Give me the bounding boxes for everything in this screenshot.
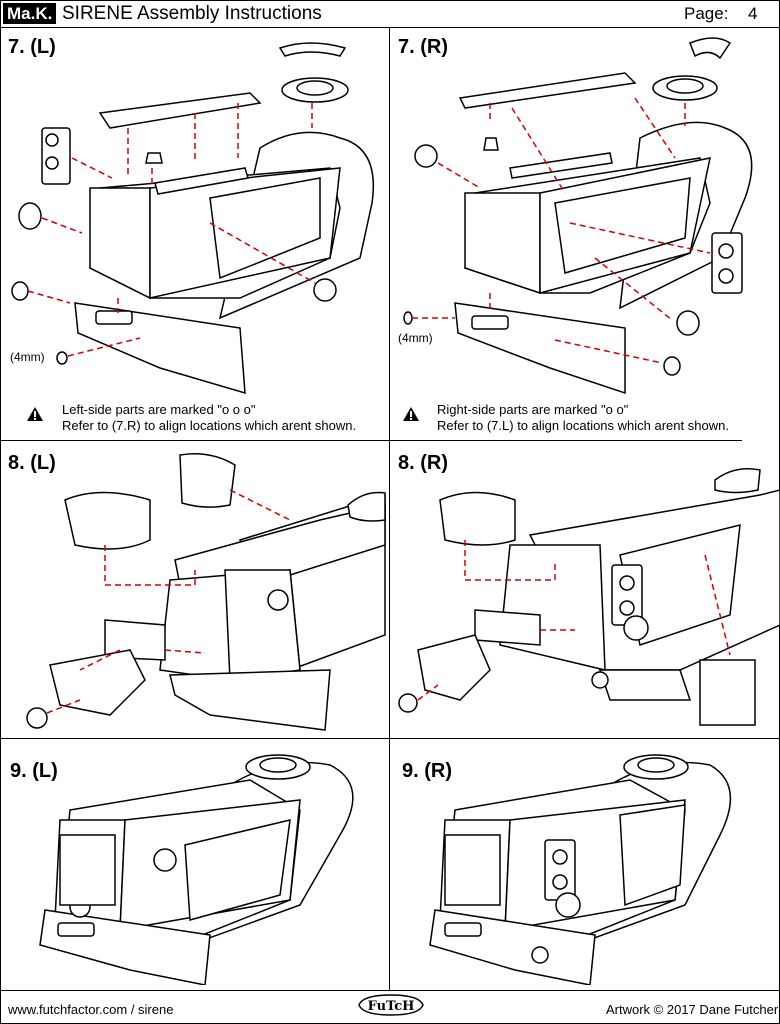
page-number: 4 — [748, 4, 758, 23]
right-note-line2: Refer to (7.L) to align locations which … — [437, 418, 729, 433]
page-header: Ma.K. SIRENE Assembly Instructions Page:… — [0, 0, 780, 28]
step-8-left: 8. (L) — [8, 452, 56, 474]
website-link[interactable]: www.futchfactor.com / sirene — [8, 1002, 174, 1017]
step-9-right-illustration — [429, 754, 732, 985]
step-7-left-illustration — [11, 42, 375, 395]
step-9-right: 9. (R) — [402, 760, 452, 782]
column-divider — [389, 27, 390, 990]
futch-logo: FuTcH — [358, 994, 424, 1016]
step-9-left: 9. (L) — [10, 760, 58, 782]
futch-logo-text: FuTcH — [368, 999, 415, 1014]
step-8-right-illustration — [398, 468, 780, 726]
step-9-left-illustration — [39, 754, 354, 985]
row-divider — [0, 440, 742, 441]
row-divider — [0, 738, 780, 739]
step-7-right-illustration — [403, 37, 753, 395]
size-label-right: (4mm) — [398, 331, 433, 345]
page-label: Page: — [684, 4, 729, 23]
step-8-right: 8. (R) — [398, 452, 448, 474]
step-8-left-illustration — [26, 453, 386, 731]
left-note-line2: Refer to (7.R) to align locations which … — [62, 418, 357, 433]
footer-divider — [0, 990, 780, 991]
left-note-line1: Left-side parts are marked "o o o" — [62, 402, 256, 417]
step-7-right: 7. (R) — [398, 36, 448, 58]
size-label-left: (4mm) — [10, 350, 45, 364]
brand-logo: Ma.K. — [3, 3, 57, 24]
warning-icon — [403, 407, 419, 421]
right-note-line1: Right-side parts are marked "o o" — [437, 402, 629, 417]
document-title: SIRENE Assembly Instructions — [62, 3, 322, 24]
step-7-left: 7. (L) — [8, 36, 56, 58]
artwork-credit: Artwork © 2017 Dane Futcher — [606, 1002, 779, 1017]
warning-icon — [27, 407, 43, 421]
